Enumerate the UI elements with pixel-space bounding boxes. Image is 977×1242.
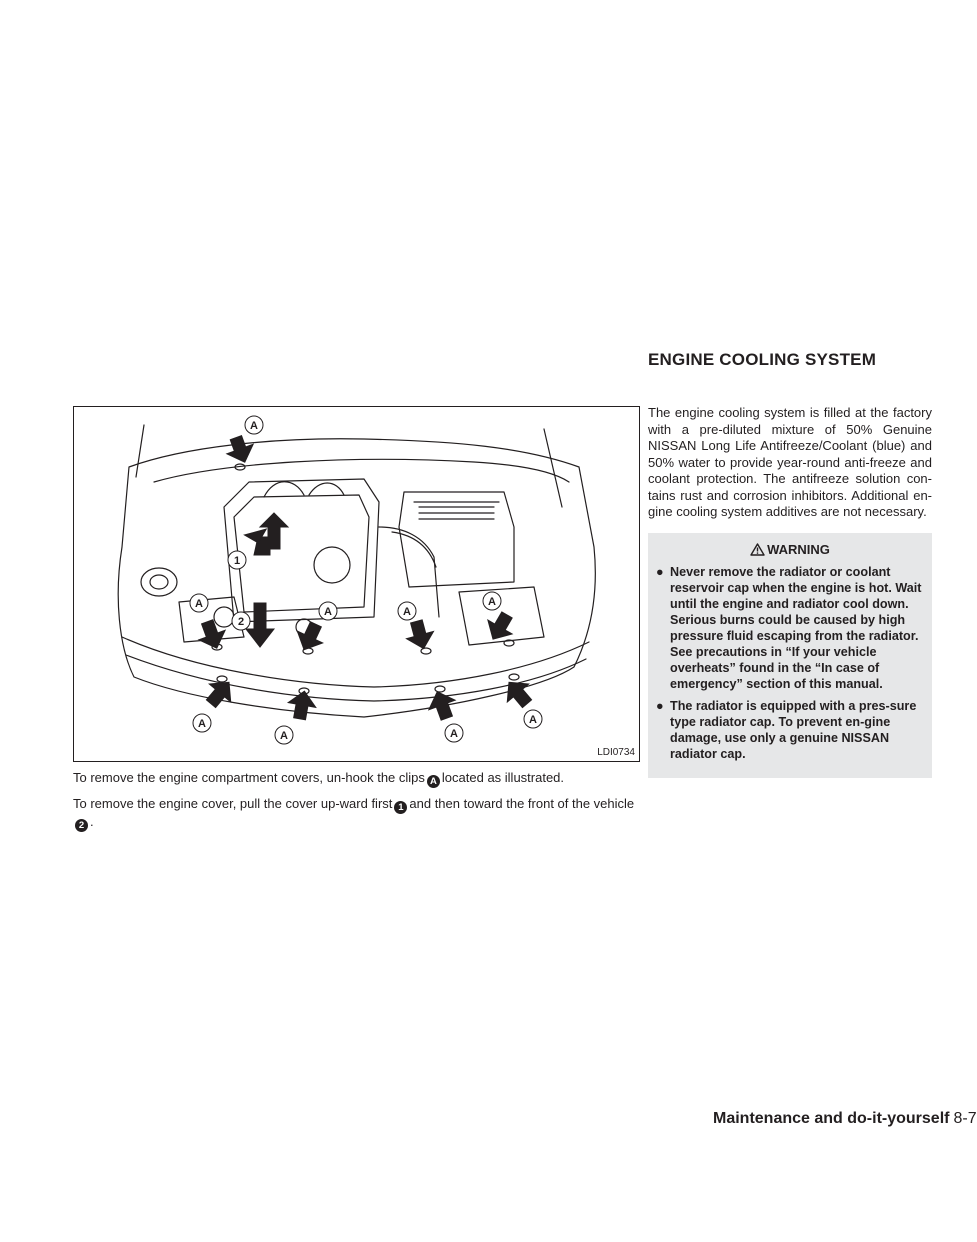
left-text-column: To remove the engine compartment covers,… [73,770,641,840]
figure-code: LDI0734 [597,747,635,758]
right-text-column: The engine cooling system is filled at t… [648,405,932,778]
callout-a-center-right: A [403,606,411,618]
engine-compartment-figure: A 1 2 A A A A A A A A LDI0734 [73,406,640,762]
cooling-intro-paragraph: The engine cooling system is filled at t… [648,405,932,519]
engine-illustration: A 1 2 A A A A A A A A [117,415,596,745]
callout-a-center-left: A [324,606,332,618]
callout-1: 1 [234,555,240,567]
callout-a-bottom-4: A [529,714,537,726]
warning-heading: WARNING [656,542,924,559]
page-number: 8-7 [953,1110,977,1127]
callout-a-top: A [250,420,258,432]
marker-2: 2 [75,819,88,832]
warning-list: ●Never remove the radiator or coolant re… [656,564,924,762]
callout-a-right: A [488,596,496,608]
callout-a-bottom-3: A [450,728,458,740]
paragraph-clips: To remove the engine compartment covers,… [73,770,565,788]
section-title: ENGINE COOLING SYSTEM [648,350,877,369]
callout-a-left: A [195,598,203,610]
marker-a: A [426,775,440,788]
warning-item: ●The radiator is equipped with a pres-su… [656,699,917,761]
footer-section: Maintenance and do-it-yourself [713,1110,950,1127]
callout-a-bottom-1: A [198,718,206,730]
warning-triangle-icon [750,542,765,556]
warning-box: WARNING ●Never remove the radiator or co… [648,532,932,778]
callout-2: 2 [238,616,244,628]
callout-a-bottom-2: A [280,730,288,742]
marker-1: 1 [394,801,408,814]
warning-item: ●Never remove the radiator or coolant re… [656,565,922,691]
paragraph-engine-cover: To remove the engine cover, pull the cov… [73,796,635,832]
